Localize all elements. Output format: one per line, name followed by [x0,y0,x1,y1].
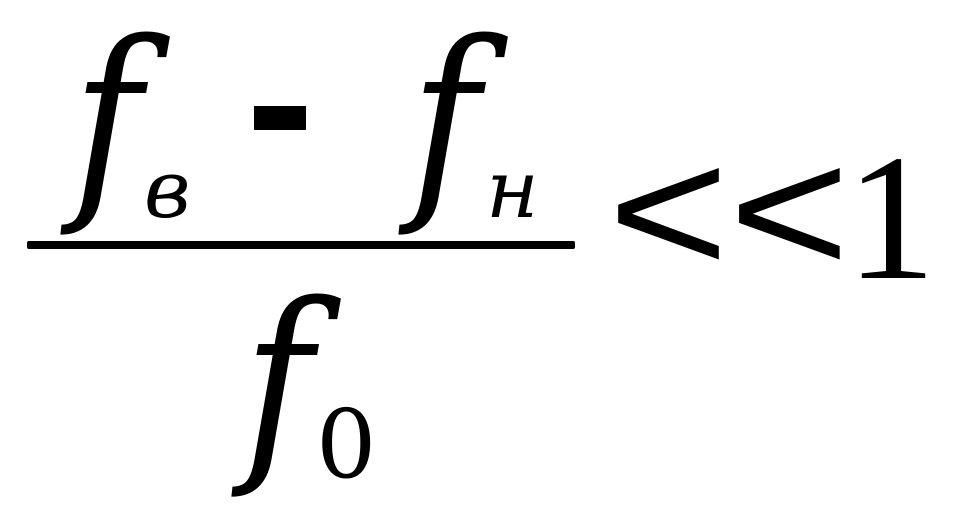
minus-sign [254,106,306,130]
numerator-subscript-upper: в [144,143,191,236]
numerator-f-lower: f [410,0,480,241]
much-less-than-sign: << [608,111,850,312]
numerator-subscript-lower: н [486,143,539,236]
numerator-f-upper: f [72,0,142,241]
denominator-f: f [243,258,313,503]
right-hand-side-one: 1 [846,118,936,317]
denominator-subscript: 0 [316,390,377,500]
fraction-bar [27,241,575,249]
